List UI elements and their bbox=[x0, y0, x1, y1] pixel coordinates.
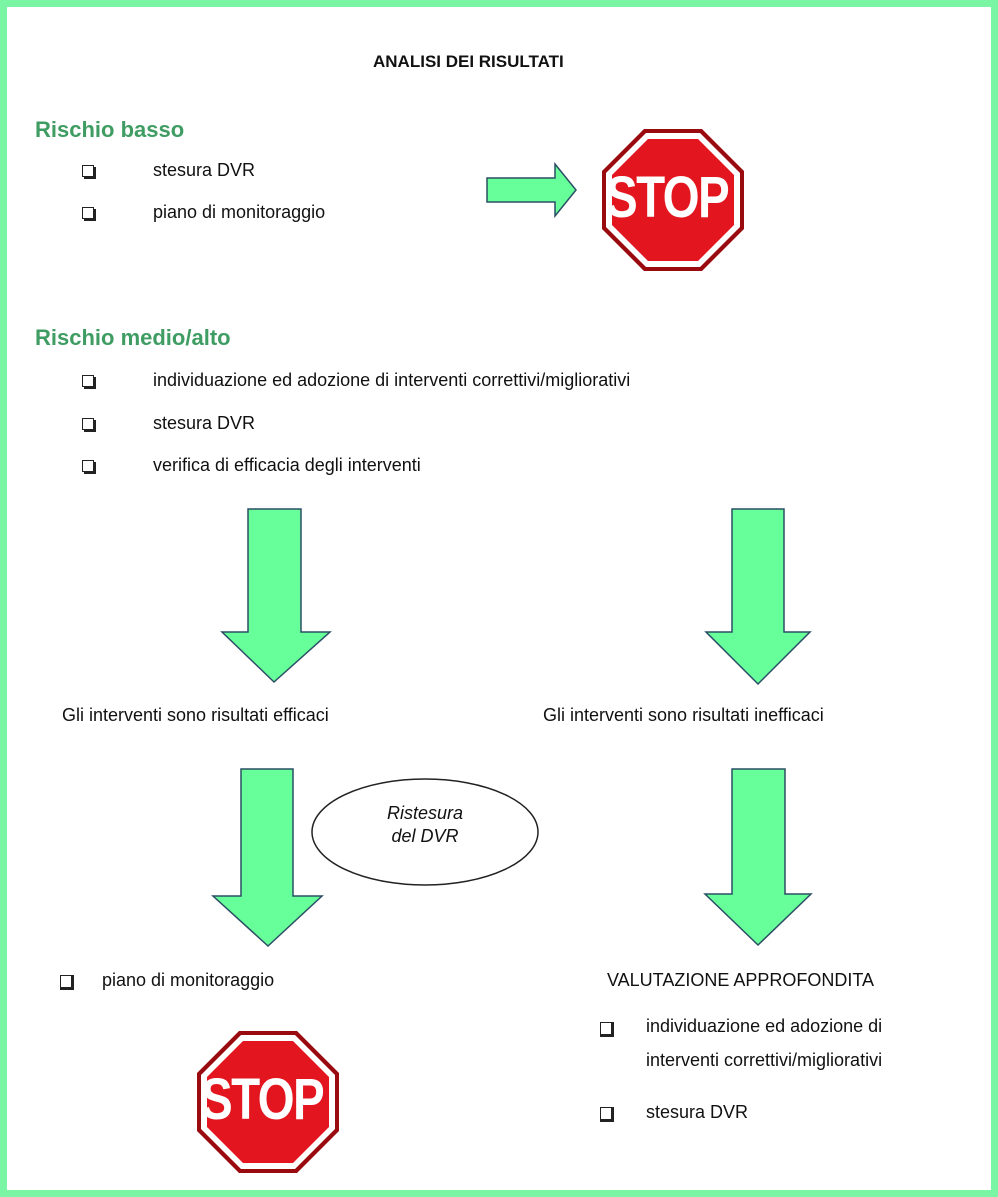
mid-risk-item-2: stesura DVR bbox=[153, 413, 256, 433]
checkbox-icon bbox=[600, 1022, 614, 1037]
checkbox-icon bbox=[60, 975, 74, 990]
low-risk-item-2: piano di monitoraggio bbox=[153, 202, 326, 222]
stop-sign-label: STOP bbox=[201, 1067, 325, 1132]
ineffective-outcome-item-1-line1: individuazione ed adozione di bbox=[646, 1016, 883, 1036]
ellipse-note-line2: del DVR bbox=[391, 826, 459, 846]
stop-sign-label: STOP bbox=[606, 165, 730, 230]
checkbox-icon bbox=[82, 207, 94, 219]
ineffective-outcome-heading: VALUTAZIONE APPROFONDITA bbox=[607, 970, 875, 990]
branch-ineffective-label: Gli interventi sono risultati inefficaci bbox=[543, 705, 824, 725]
page-title: ANALISI DEI RISULTATI bbox=[373, 52, 564, 71]
checkbox-icon bbox=[82, 418, 94, 430]
ellipse-note-line1: Ristesura bbox=[386, 803, 464, 823]
ineffective-outcome-item-2: stesura DVR bbox=[646, 1102, 749, 1122]
checkbox-icon bbox=[82, 375, 94, 387]
checkbox-icon bbox=[600, 1107, 614, 1122]
checkbox-icon bbox=[82, 460, 94, 472]
checkbox-icon bbox=[82, 165, 94, 177]
low-risk-heading: Rischio basso bbox=[35, 117, 185, 142]
ineffective-outcome-item-1-line2: interventi correttivi/migliorativi bbox=[646, 1050, 883, 1070]
mid-risk-item-3: verifica di efficacia degli interventi bbox=[153, 455, 421, 475]
effective-outcome-item: piano di monitoraggio bbox=[102, 970, 275, 990]
mid-risk-item-1: individuazione ed adozione di interventi… bbox=[153, 370, 631, 390]
mid-risk-heading: Rischio medio/alto bbox=[35, 325, 231, 350]
branch-effective-label: Gli interventi sono risultati efficaci bbox=[62, 705, 329, 725]
low-risk-item-1: stesura DVR bbox=[153, 160, 256, 180]
